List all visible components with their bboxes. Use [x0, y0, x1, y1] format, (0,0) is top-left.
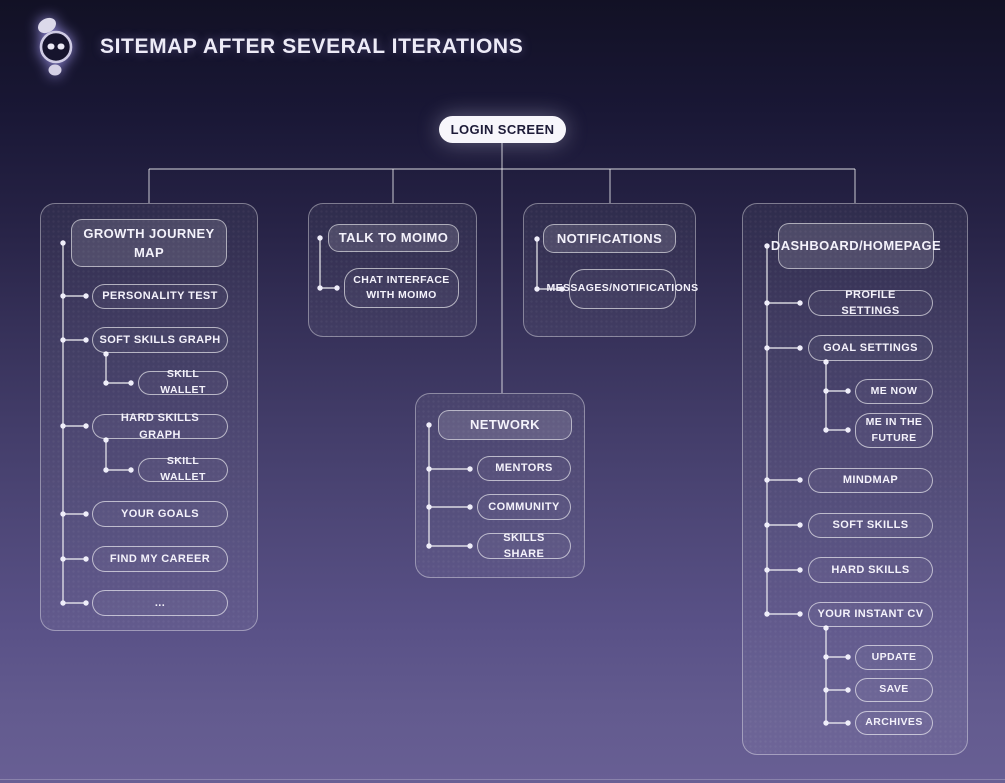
node-me-in-the-future: ME IN THE FUTURE [855, 413, 933, 448]
node-chat-interface: CHAT INTERFACE WITH MOIMO [344, 268, 459, 308]
node-community: COMMUNITY [477, 494, 571, 520]
node-find-my-career: FIND MY CAREER [92, 546, 228, 572]
node-update: UPDATE [855, 645, 933, 670]
node-hard-skills: HARD SKILLS [808, 557, 933, 583]
node-more-ellipsis: ... [92, 590, 228, 616]
node-growth-journey-map: GROWTH JOURNEY MAP [71, 219, 227, 267]
page-title: SITEMAP AFTER SEVERAL ITERATIONS [100, 35, 524, 58]
node-talk-to-moimo: TALK TO MOIMO [328, 224, 459, 252]
node-me-now: ME NOW [855, 379, 933, 404]
node-profile-settings: PROFILE SETTINGS [808, 289, 933, 317]
node-personality-test: PERSONALITY TEST [92, 284, 228, 309]
node-mindmap: MINDMAP [808, 468, 933, 493]
node-save: SAVE [855, 678, 933, 702]
node-mentors: MENTORS [477, 456, 571, 481]
node-notifications: NOTIFICATIONS [543, 224, 676, 253]
node-your-instant-cv: YOUR INSTANT CV [808, 602, 933, 627]
node-goal-settings: GOAL SETTINGS [808, 335, 933, 361]
bottom-edge-line [0, 779, 1005, 780]
node-soft-skills: SOFT SKILLS [808, 513, 933, 538]
node-login-screen: LOGIN SCREEN [439, 116, 566, 143]
diagram-header: SITEMAP AFTER SEVERAL ITERATIONS [30, 16, 523, 78]
node-dashboard-homepage: DASHBOARD/HOMEPAGE [771, 223, 941, 269]
node-network: NETWORK [438, 410, 572, 440]
node-soft-skills-graph: SOFT SKILLS GRAPH [92, 327, 228, 353]
node-skill-wallet-soft: SKILL WALLET [138, 368, 228, 396]
robot-mascot-icon [37, 17, 73, 76]
node-archives: ARCHIVES [855, 711, 933, 735]
node-your-goals: YOUR GOALS [92, 501, 228, 527]
node-skill-wallet-hard: SKILL WALLET [138, 455, 228, 483]
node-messages-notifications: MESSAGES/NOTIFICATIONS [546, 269, 698, 309]
node-skills-share: SKILLS SHARE [477, 532, 571, 560]
node-hard-skills-graph: HARD SKILLS GRAPH [92, 412, 228, 441]
